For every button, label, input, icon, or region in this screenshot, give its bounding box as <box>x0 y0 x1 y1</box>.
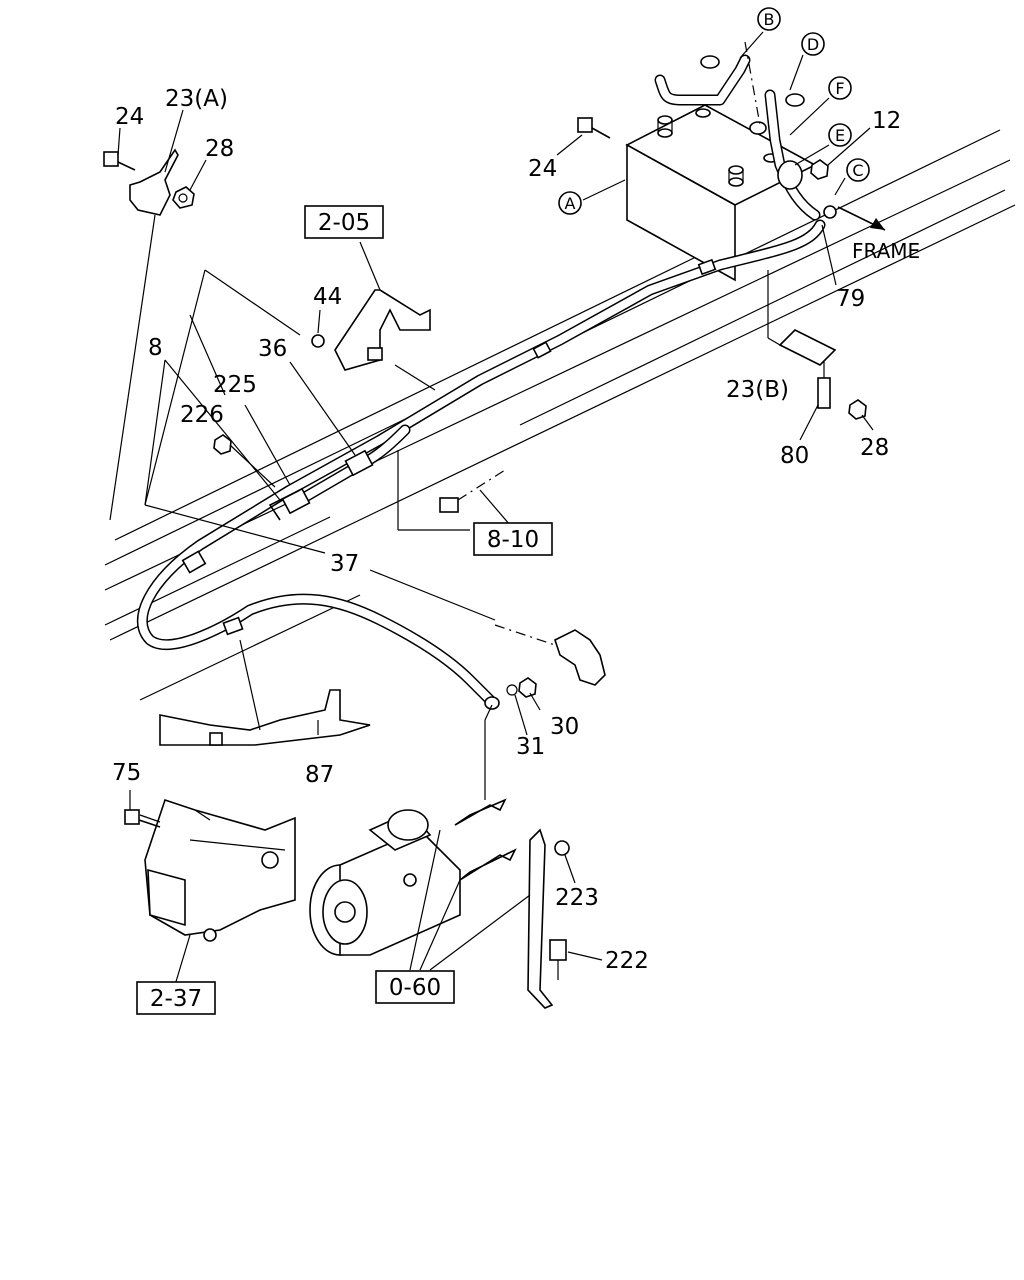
frame-arrow <box>837 206 886 231</box>
battery <box>625 104 817 282</box>
connector-8-10 <box>397 450 511 531</box>
callout-f: F <box>828 76 852 100</box>
label-75: 75 <box>112 760 141 786</box>
label-24-mid: 24 <box>528 156 557 182</box>
bolt-75 <box>124 809 161 828</box>
label-frame: FRAME <box>852 239 920 263</box>
ref-8-10: 8-10 <box>473 522 553 556</box>
callout-e: E <box>828 123 852 147</box>
label-12: 12 <box>872 108 901 134</box>
callout-d-text: D <box>807 35 819 54</box>
label-223: 223 <box>555 885 599 911</box>
callout-a-text: A <box>565 194 576 213</box>
label-37: 37 <box>330 551 359 577</box>
label-28-bot: 28 <box>860 435 889 461</box>
callout-e-text: E <box>835 126 845 145</box>
label-80: 80 <box>780 443 809 469</box>
label-36: 36 <box>258 336 287 362</box>
bracket-23a <box>109 148 179 521</box>
frame-rails <box>104 129 1016 701</box>
label-30: 30 <box>550 714 579 740</box>
label-225: 225 <box>213 372 257 398</box>
callout-b: B <box>757 7 781 31</box>
label-23a: 23(A) <box>165 86 228 112</box>
callout-f-text: F <box>835 79 844 98</box>
label-87: 87 <box>305 762 334 788</box>
terminal-37 <box>494 624 606 686</box>
ref-2-37: 2-37 <box>136 981 216 1015</box>
bracket-2-05 <box>311 241 436 391</box>
label-44: 44 <box>313 284 342 310</box>
bracket-2-37 <box>144 798 296 942</box>
callout-c-text: C <box>852 161 863 180</box>
battery-cables <box>654 41 821 221</box>
ref-0-60: 0-60 <box>375 970 455 1004</box>
label-79: 79 <box>836 286 865 312</box>
ref-2-05-text: 2-05 <box>318 210 370 236</box>
harness-wire <box>268 424 411 521</box>
label-23b: 23(B) <box>726 377 789 403</box>
ref-2-05: 2-05 <box>304 205 384 239</box>
callout-d: D <box>801 32 825 56</box>
bracket-87 <box>159 689 371 746</box>
label-8: 8 <box>148 335 163 361</box>
starter-motor <box>309 704 517 956</box>
label-222: 222 <box>605 948 649 974</box>
main-cable <box>136 205 837 710</box>
ref-8-10-text: 8-10 <box>487 527 539 553</box>
label-31: 31 <box>516 734 545 760</box>
bracket-23b <box>767 270 837 366</box>
ref-0-60-text: 0-60 <box>389 975 441 1001</box>
fasteners <box>103 117 867 698</box>
callout-c: C <box>846 158 870 182</box>
label-24-top: 24 <box>115 104 144 130</box>
label-226: 226 <box>180 402 224 428</box>
label-28-top: 28 <box>205 136 234 162</box>
callout-a: A <box>558 191 582 215</box>
callout-b-text: B <box>764 10 775 29</box>
leader-lines <box>117 31 874 986</box>
ground-strap <box>527 828 570 1009</box>
ref-2-37-text: 2-37 <box>150 986 202 1012</box>
